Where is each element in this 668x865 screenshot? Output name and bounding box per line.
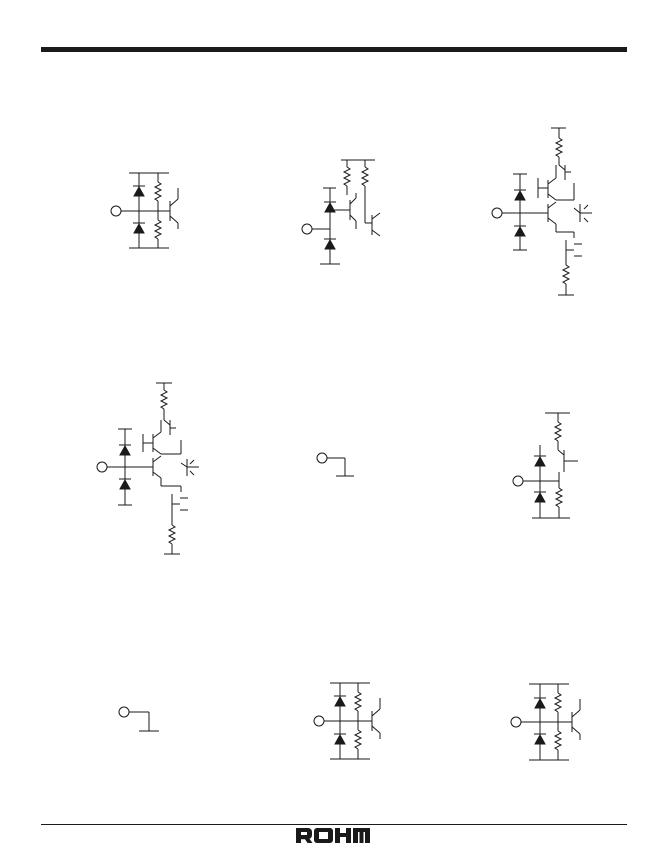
circuit-7 <box>118 706 159 732</box>
circuit-4 <box>96 382 199 555</box>
circuit-9 <box>510 683 581 761</box>
circuit-1 <box>110 172 179 249</box>
circuit-8 <box>313 682 381 760</box>
header-rule <box>41 47 627 52</box>
circuit-6 <box>512 412 578 519</box>
footer-rule <box>41 824 627 825</box>
rohm-logo: ROHM <box>295 827 371 844</box>
circuit-5 <box>316 452 354 477</box>
circuit-2 <box>301 159 381 265</box>
circuit-3 <box>491 127 592 296</box>
rohm-logo-icon <box>296 828 370 843</box>
